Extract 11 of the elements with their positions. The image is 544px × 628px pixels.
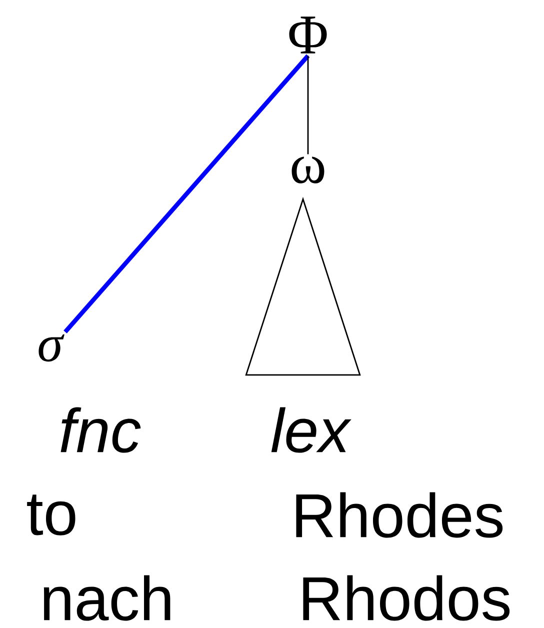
word: Rhodos bbox=[303, 575, 510, 621]
line bbox=[64, 54, 310, 334]
word: fnc bbox=[60, 407, 141, 453]
word: Rhodes bbox=[296, 492, 503, 538]
word: nach bbox=[44, 575, 170, 621]
triangle bbox=[245, 196, 361, 376]
word: to bbox=[27, 494, 76, 536]
symbol: ω bbox=[292, 156, 324, 184]
symbol: σ bbox=[38, 334, 64, 362]
symbol: Φ bbox=[289, 16, 327, 54]
line bbox=[307, 56, 309, 154]
